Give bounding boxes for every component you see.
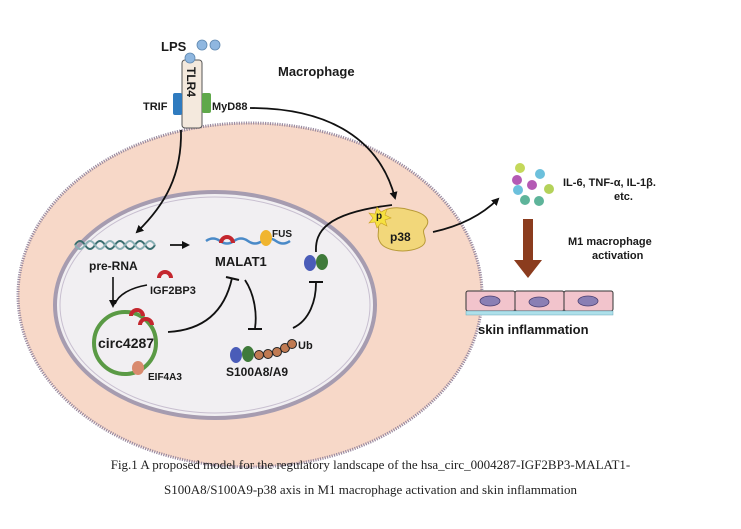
eif4a3-protein bbox=[132, 361, 144, 375]
inhibit-malat1-to-s100 bbox=[244, 279, 257, 329]
arrow-s100-to-p38 bbox=[315, 204, 393, 253]
malat1-label: MALAT1 bbox=[215, 254, 267, 269]
inhibit-bar bbox=[225, 276, 240, 281]
s100a9-free bbox=[316, 254, 328, 270]
ub-label: Ub bbox=[298, 340, 313, 352]
pre-rna-label: pre-RNA bbox=[89, 259, 138, 273]
p38-label: p38 bbox=[390, 230, 411, 244]
s100a9-protein bbox=[242, 346, 254, 362]
skin-cells bbox=[465, 290, 614, 316]
arrow-myd88-to-p38 bbox=[249, 107, 398, 200]
myd88-label: MyD88 bbox=[212, 101, 247, 113]
phospho-label: p bbox=[376, 211, 382, 222]
eif4a3-label: EIF4A3 bbox=[148, 372, 182, 383]
circ4287-ring bbox=[92, 310, 158, 376]
cytokine-cluster bbox=[512, 163, 554, 206]
figure-caption-line-2: S100A8/S100A9-p38 axis in M1 macrophage … bbox=[163, 482, 578, 497]
nucleus bbox=[53, 190, 377, 420]
arrow-trif-to-prerna bbox=[135, 129, 182, 234]
m1-label-1: M1 macrophage bbox=[568, 236, 652, 248]
arrow-p38-to-cytokines bbox=[432, 197, 500, 233]
phospho-star bbox=[368, 206, 392, 229]
inhibit-ub-to-s100 bbox=[292, 282, 317, 329]
trif-label: TRIF bbox=[143, 101, 168, 113]
arrow-igf2bp3-assist bbox=[114, 284, 148, 305]
nucleus-inner-membrane bbox=[59, 196, 371, 414]
cytokines-label-2: etc. bbox=[614, 191, 633, 203]
macrophage-label: Macrophage bbox=[278, 64, 355, 79]
circ4287-label: circ4287 bbox=[98, 335, 154, 351]
tlr4-label: TLR4 bbox=[184, 67, 198, 97]
igf2bp3-on-malat1 bbox=[219, 235, 235, 243]
lps-molecule bbox=[184, 52, 196, 64]
lps-label: LPS bbox=[161, 39, 187, 54]
lps-molecule bbox=[209, 39, 221, 51]
lps-molecule bbox=[196, 39, 208, 51]
inhibit-circ-to-malat1 bbox=[167, 277, 233, 333]
cytokines-label-1: IL-6, TNF-α, IL-1β. bbox=[563, 177, 656, 189]
s100a8a9-label: S100A8/A9 bbox=[226, 365, 288, 379]
m1-label-2: activation bbox=[592, 250, 644, 262]
skin-inflammation-label: skin inflammation bbox=[478, 322, 589, 337]
igf2bp3-on-circ bbox=[138, 317, 154, 325]
s100a8-free bbox=[304, 255, 316, 271]
igf2bp3-on-circ bbox=[129, 308, 145, 316]
igf2bp3-label: IGF2BP3 bbox=[150, 285, 196, 297]
igf2bp3-protein bbox=[157, 270, 173, 278]
s100a8-protein bbox=[230, 347, 242, 363]
fus-label: FUS bbox=[272, 229, 292, 240]
activation-arrow bbox=[514, 219, 542, 278]
tlr4-receptor: TLR4 bbox=[173, 59, 211, 129]
myd88-protein bbox=[202, 93, 211, 113]
ubiquitin-chain bbox=[254, 339, 297, 360]
fus-protein bbox=[260, 230, 272, 246]
pre-rna-helix bbox=[74, 240, 156, 250]
trif-protein bbox=[173, 93, 182, 115]
p38-protein bbox=[377, 207, 429, 252]
figure-caption-line-1: Fig.1 A proposed model for the regulator… bbox=[110, 457, 631, 472]
